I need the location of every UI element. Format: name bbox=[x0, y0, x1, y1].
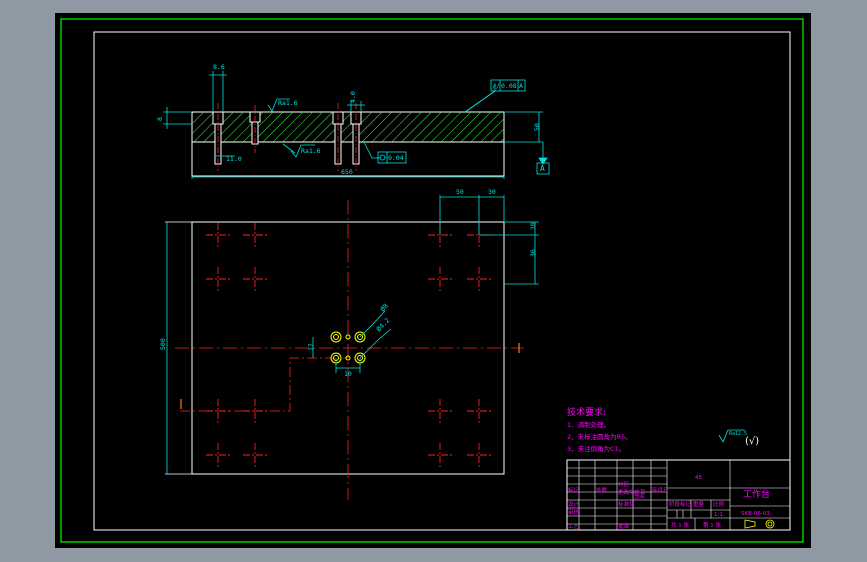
tech-item-3: 3、未注倒角为C1。 bbox=[567, 444, 625, 453]
title-block-sheet: 第 1 张 bbox=[703, 521, 721, 529]
role-standard: 标准化 bbox=[618, 500, 635, 508]
row-label-zone: 分区 bbox=[618, 480, 630, 488]
tech-title: 技术要求: bbox=[567, 406, 606, 418]
tech-requirements: 技术要求: 1、调制处理。 2、未标注圆角为R5。 3、未注倒角为C1。 bbox=[567, 406, 632, 453]
parallelism-frame bbox=[490, 79, 526, 92]
dim-hole-dia-1: Ø8 bbox=[379, 302, 390, 313]
surface-finish: Ra12.5 (√) bbox=[718, 429, 759, 447]
dim-offset-17: 17 bbox=[307, 343, 315, 351]
section-cut-line bbox=[180, 357, 348, 412]
row-label-sign: 签名 bbox=[634, 492, 645, 500]
cad-drawing: 8.6 8 50 650 4.0 11.0 Ra1.6 Ra1.6 // 0.0… bbox=[60, 18, 804, 543]
dim-10: 10 bbox=[529, 222, 537, 230]
row-label-mark: 标记 bbox=[568, 486, 580, 494]
parallelism-datum: A bbox=[519, 82, 523, 90]
dim-top-plate-thickness: 8 bbox=[156, 117, 164, 121]
dim-top-hole-width: 8.6 bbox=[213, 63, 225, 71]
title-block-material: 45 bbox=[695, 475, 702, 481]
parallelism-value: 0.08 bbox=[501, 82, 517, 90]
role-process: 工艺 bbox=[568, 523, 580, 530]
dim-500: 500 bbox=[159, 338, 167, 350]
row-label-date: 年月日 bbox=[652, 486, 669, 494]
plan-dimension-lines bbox=[166, 195, 539, 474]
parallelism-symbol: // bbox=[492, 82, 500, 90]
dim-overall-length: 650 bbox=[341, 168, 353, 176]
tech-item-1: 1、调制处理。 bbox=[567, 420, 610, 429]
plan-view: 50 30 10 36 500 Ø8 Ø4.2 17 10 bbox=[159, 188, 539, 500]
datum-box bbox=[536, 162, 550, 175]
flatness-value: 0.04 bbox=[388, 154, 404, 162]
flatness-symbol bbox=[379, 154, 386, 161]
tech-item-2: 2、未标注圆角为R5。 bbox=[567, 432, 632, 441]
title-block-scale-label: 比例 bbox=[713, 500, 725, 508]
dim-plate-height: 50 bbox=[533, 123, 541, 131]
projection-symbol-icon bbox=[744, 519, 775, 529]
datum-label: A bbox=[540, 164, 545, 173]
role-approve: 批准 bbox=[618, 522, 630, 530]
row-label-count: 处数 bbox=[596, 486, 608, 494]
title-block-part-name: 工作台 bbox=[743, 488, 770, 500]
title-block-drawing-no: SKB-06-03 bbox=[741, 511, 770, 517]
role-design: 设计 bbox=[568, 500, 580, 508]
roughness-label-2: Ra1.6 bbox=[301, 147, 321, 155]
section-dimension-lines bbox=[163, 71, 548, 179]
inner-frame bbox=[93, 31, 791, 531]
roughness-label-1: Ra1.6 bbox=[278, 99, 298, 107]
surface-finish-value: Ra12.5 bbox=[729, 431, 747, 437]
dim-36: 36 bbox=[529, 249, 537, 257]
title-block-sheets: 共 1 张 bbox=[671, 521, 689, 529]
title-block-stage-label: 阶段标记 bbox=[669, 500, 692, 508]
dim-30: 30 bbox=[488, 188, 496, 196]
role-review: 审核 bbox=[568, 508, 580, 516]
section-view: 8.6 8 50 650 4.0 11.0 Ra1.6 Ra1.6 // 0.0… bbox=[156, 63, 550, 179]
dim-hole-pitch: 4.0 bbox=[349, 91, 357, 103]
cad-viewport[interactable]: 8.6 8 50 650 4.0 11.0 Ra1.6 Ra1.6 // 0.0… bbox=[55, 13, 811, 548]
row-label-change: 更改文件号 bbox=[618, 488, 646, 496]
outer-frame bbox=[60, 18, 804, 543]
surface-finish-mark: (√) bbox=[745, 436, 759, 447]
hatched-band bbox=[192, 112, 504, 142]
dim-bottom-hole-width: 11.0 bbox=[226, 155, 242, 163]
dim-50: 50 bbox=[456, 188, 464, 196]
hole-crosses bbox=[206, 223, 491, 467]
dim-offset-10: 10 bbox=[344, 370, 352, 378]
flatness-frame bbox=[377, 151, 407, 164]
title-block-scale-value: 1:1 bbox=[714, 512, 723, 518]
title-block: 45 阶段标记 重量 比例 1:1 共 1 张 第 1 张 SKB-06-03 … bbox=[566, 459, 791, 531]
title-block-weight-label: 重量 bbox=[693, 500, 705, 508]
